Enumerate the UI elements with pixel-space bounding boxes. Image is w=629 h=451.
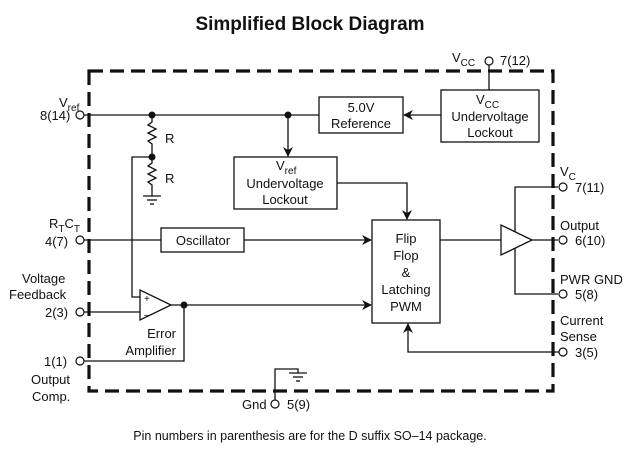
pwr-gnd-pin-terminal bbox=[558, 289, 568, 299]
opamp-plus: + bbox=[144, 294, 150, 305]
feedback-pin-terminal bbox=[75, 307, 85, 317]
vcc-pin-label: VCC bbox=[452, 50, 475, 69]
rtct-pin-number: 4(7) bbox=[45, 234, 68, 249]
pin-current-sense: Current Sense 3(5) bbox=[558, 313, 604, 360]
vcc-uvlo-block: VCC Undervoltage Lockout bbox=[440, 89, 540, 143]
resistor-r1 bbox=[146, 115, 158, 157]
vref-uvlo-line3: Lockout bbox=[262, 192, 308, 207]
rtct-pin-label: RTCT bbox=[49, 216, 80, 235]
gnd-pin-number: 5(9) bbox=[287, 397, 310, 412]
vcc-uvlo-symbol: VCC bbox=[476, 92, 499, 111]
current-sense-wire bbox=[403, 323, 559, 353]
feedback-label-line1: Voltage bbox=[22, 271, 65, 286]
error-amp-label-line1: Error bbox=[147, 326, 177, 341]
comp-label-line2: Comp. bbox=[32, 389, 70, 404]
comp-wire bbox=[84, 305, 185, 362]
output-pin-label: Output bbox=[560, 218, 599, 233]
pin-voltage-feedback: Voltage Feedback 2(3) bbox=[9, 271, 85, 320]
flipflop-pwm-block: Flip Flop & Latching PWM bbox=[371, 219, 441, 324]
gnd-wire bbox=[274, 368, 299, 400]
reference-label-line2: Reference bbox=[331, 116, 391, 131]
flipflop-line3: & bbox=[402, 265, 411, 280]
pin-output-comp: 1(1) Output Comp. bbox=[31, 354, 85, 404]
divider-to-amp-wire bbox=[131, 156, 152, 298]
feedback-pin-number: 2(3) bbox=[45, 305, 68, 320]
current-sense-label-line2: Sense bbox=[560, 329, 597, 344]
resistor-divider: R R bbox=[143, 115, 174, 205]
flipflop-line1: Flip bbox=[396, 231, 417, 246]
resistor-r2 bbox=[146, 157, 158, 196]
uvlo-to-flipflop-wire bbox=[337, 182, 412, 220]
resistor-r2-label: R bbox=[165, 171, 174, 186]
comp-pin-terminal bbox=[75, 356, 85, 366]
flipflop-line2: Flop bbox=[393, 248, 418, 263]
vref-uvlo-symbol: Vref bbox=[276, 158, 297, 177]
opamp-minus: – bbox=[144, 310, 150, 321]
reference-label-line1: 5.0V bbox=[348, 100, 375, 115]
vcc-uvlo-line2: Undervoltage bbox=[451, 109, 528, 124]
pin-vcc: VCC 7(12) bbox=[452, 50, 530, 69]
oscillator-label: Oscillator bbox=[176, 233, 231, 248]
ic-boundary bbox=[87, 69, 555, 393]
vc-pin-terminal bbox=[558, 182, 568, 192]
oscillator-block: Oscillator bbox=[160, 227, 245, 253]
feedback-label-line2: Feedback bbox=[9, 287, 67, 302]
current-sense-label-line1: Current bbox=[560, 313, 604, 328]
ground-icon bbox=[143, 195, 161, 205]
pwr-gnd-pin-number: 5(8) bbox=[575, 287, 598, 302]
vcc-pin-number: 7(12) bbox=[500, 53, 530, 68]
output-driver-triangle bbox=[500, 223, 534, 257]
error-amp-label-line2: Amplifier bbox=[125, 343, 176, 358]
pin-pwr-gnd: PWR GND 5(8) bbox=[558, 272, 623, 302]
current-sense-pin-number: 3(5) bbox=[575, 345, 598, 360]
pin-vc: VC 7(11) bbox=[558, 164, 604, 195]
vref-pin-terminal bbox=[75, 110, 85, 120]
diagram-title: Simplified Block Diagram bbox=[195, 14, 424, 35]
gnd-pin-label: Gnd bbox=[242, 397, 267, 412]
pin-rtct: RTCT 4(7) bbox=[45, 216, 85, 249]
vref-uvlo-line2: Undervoltage bbox=[246, 176, 323, 191]
comp-pin-number: 1(1) bbox=[44, 354, 67, 369]
diagram-caption: Pin numbers in parenthesis are for the D… bbox=[133, 429, 486, 443]
reference-block: 5.0V Reference bbox=[318, 96, 404, 134]
vc-pin-number: 7(11) bbox=[575, 180, 604, 195]
error-amplifier: + – Error Amplifier bbox=[125, 288, 177, 358]
pwr-gnd-pin-label: PWR GND bbox=[560, 272, 623, 287]
ground-icon bbox=[289, 372, 307, 382]
opamp-triangle bbox=[139, 288, 173, 322]
vref-uvlo-block: Vref Undervoltage Lockout bbox=[233, 156, 338, 210]
vc-wire bbox=[514, 186, 558, 232]
resistor-r1-label: R bbox=[165, 131, 174, 146]
pwr-gnd-wire bbox=[514, 248, 558, 295]
vc-pin-label: VC bbox=[560, 164, 576, 183]
output-pin-terminal bbox=[558, 235, 568, 245]
vref-pin-label: Vref bbox=[59, 95, 80, 114]
flipflop-line5: PWM bbox=[390, 299, 422, 314]
output-pin-number: 6(10) bbox=[575, 233, 605, 248]
vcc-uvlo-line3: Lockout bbox=[467, 125, 513, 140]
vcc-pin-terminal bbox=[484, 56, 494, 66]
flipflop-line4: Latching bbox=[381, 282, 430, 297]
gnd-pin-terminal bbox=[270, 399, 280, 409]
vref-pin-number: 8(14) bbox=[40, 108, 70, 123]
current-sense-pin-terminal bbox=[558, 347, 568, 357]
rtct-pin-terminal bbox=[75, 235, 85, 245]
pin-vref: Vref 8(14) bbox=[40, 95, 85, 123]
comp-label-line1: Output bbox=[31, 372, 70, 387]
pin-output: Output 6(10) bbox=[558, 218, 605, 248]
pin-gnd: Gnd 5(9) bbox=[242, 397, 310, 412]
